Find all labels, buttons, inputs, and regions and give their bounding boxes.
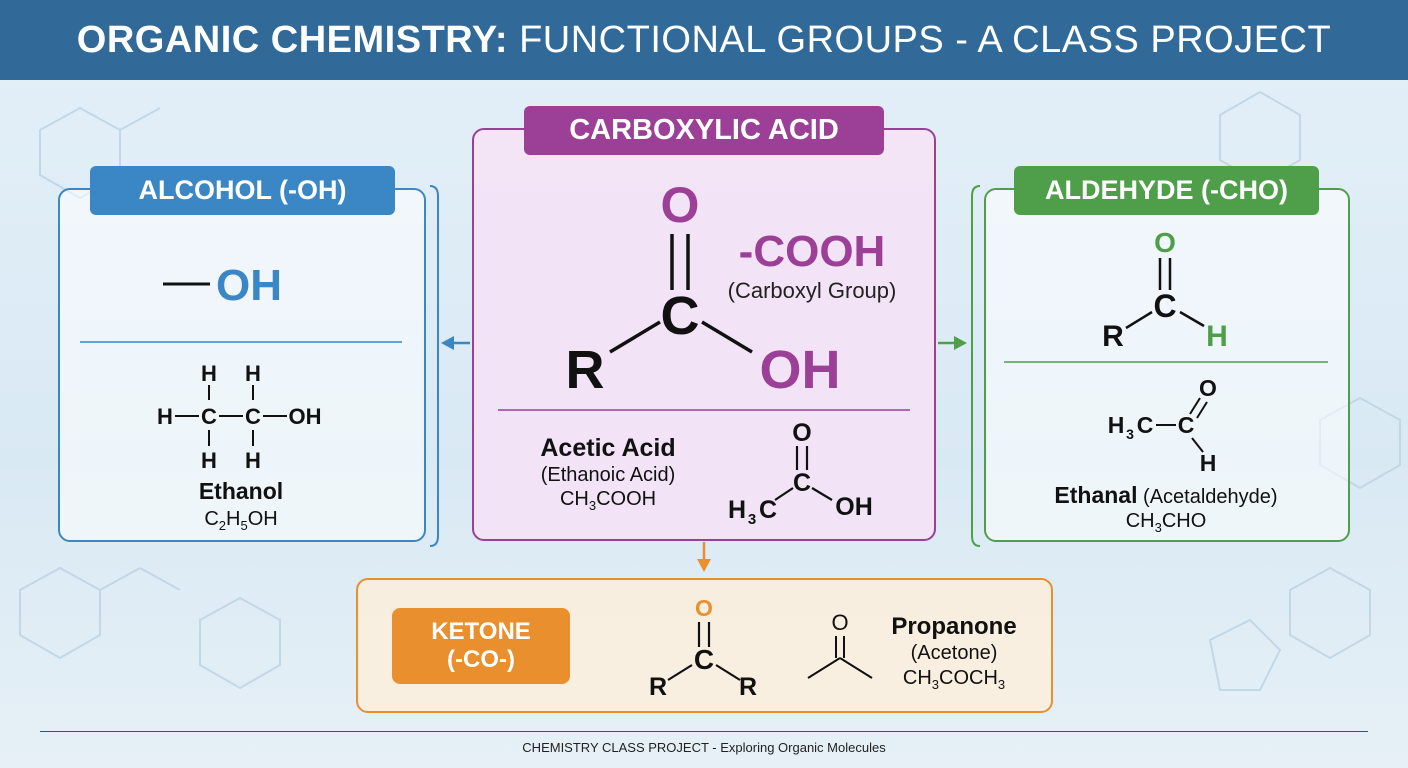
acetic-formula-part: CH — [559, 488, 589, 510]
acetic-formula-sub: 3 — [588, 498, 597, 513]
ethanal-formula-sub: 3 — [1154, 520, 1162, 535]
ethanol-atom-h-top2: H — [245, 361, 261, 386]
acetic-atom-sub: 3 — [748, 511, 756, 528]
acetic-atom-h: H — [728, 496, 746, 524]
propanone-formula-sub: 3 — [931, 677, 939, 692]
ethanal-atom-h-methyl: H — [1108, 412, 1125, 438]
ethanol-formula: C2H5OH — [204, 508, 277, 533]
ethanol-name: Ethanol — [198, 478, 284, 504]
alcohol-card — [58, 188, 426, 542]
ethanol-atom-h-left: H — [157, 404, 173, 429]
aldehyde-atom-r: R — [1102, 320, 1124, 353]
carboxylic-acid-card — [472, 128, 936, 541]
carboxylic-acid-tag: CARBOXYLIC ACID — [524, 106, 884, 155]
ethanal-formula-part: CHO — [1161, 510, 1207, 532]
propanone-name: Propanone — [891, 613, 1017, 640]
arrow-to-ketone — [697, 559, 711, 572]
acid-atom-c: C — [661, 286, 700, 346]
ethanal-name: Ethanal (Acetaldehyde) — [1054, 482, 1277, 509]
acetic-acid-name: Acetic Acid — [540, 434, 676, 462]
arrow-to-aldehyde — [954, 336, 967, 350]
aldehyde-atom-o: O — [1154, 227, 1176, 258]
acid-atom-oh: OH — [760, 340, 841, 400]
ketone-atom-r-right: R — [739, 673, 757, 701]
ketone-atom-o: O — [695, 595, 713, 621]
ethanol-formula-part: C — [204, 508, 219, 530]
ethanol-formula-sub: 5 — [240, 518, 248, 533]
acid-group-desc: (Carboxyl Group) — [728, 278, 897, 303]
propanone-formula-sub: 3 — [997, 677, 1006, 692]
acetic-acid-alt-name: (Ethanoic Acid) — [540, 464, 676, 486]
ketone-atom-r-left: R — [649, 673, 667, 701]
title-bold: ORGANIC CHEMISTRY: — [76, 18, 509, 61]
ethanol-formula-part: H — [226, 508, 241, 530]
ketone-atom-c: C — [694, 644, 714, 675]
ethanal-atom-c-methyl: C — [1137, 412, 1154, 438]
acetic-acid-formula: CH3COOH — [560, 488, 656, 513]
title-rest: FUNCTIONAL GROUPS - A CLASS PROJECT — [508, 18, 1332, 61]
propanone-formula-part: COCH — [939, 667, 998, 689]
ethanal-formula-part: CH — [1125, 510, 1155, 532]
ketone-tag-line1: KETONE — [431, 618, 531, 645]
alcohol-tag: ALCOHOL (-OH) — [90, 166, 395, 215]
ethanal-atom-c: C — [1178, 412, 1195, 438]
acid-atom-r: R — [566, 340, 605, 400]
ketone-tag-line2: (-CO-) — [447, 646, 515, 673]
ethanal-atom-o: O — [1199, 375, 1217, 401]
ethanol-atom-h-top1: H — [201, 361, 217, 386]
ethanol-atom-h-bot2: H — [245, 448, 261, 473]
ethanol-formula-part: OH — [247, 508, 278, 530]
acid-group-label: -COOH — [739, 227, 886, 276]
ethanol-atom-c1: C — [201, 404, 217, 429]
footer-divider — [40, 731, 1368, 732]
acetic-formula-part: COOH — [596, 488, 657, 510]
propanone-formula-part: CH — [902, 667, 932, 689]
ethanal-atom-h: H — [1200, 450, 1217, 476]
aldehyde-atom-c: C — [1153, 288, 1176, 324]
ethanal-alt-name: (Acetaldehyde) — [1137, 486, 1278, 508]
acetic-atom-c: C — [793, 469, 811, 497]
acid-atom-o: O — [661, 177, 700, 233]
aldehyde-tag: ALDEHYDE (-CHO) — [1014, 166, 1319, 215]
acetic-atom-oh: OH — [835, 493, 873, 521]
ethanal-name-bold: Ethanal — [1054, 482, 1138, 508]
ethanal-formula: CH3CHO — [1126, 510, 1207, 535]
ethanol-atom-c2: C — [245, 404, 261, 429]
propanone-formula: CH3COCH3 — [903, 667, 1005, 692]
propanone-atom-o: O — [831, 610, 848, 635]
ethanol-formula-sub: 2 — [218, 518, 226, 533]
acetic-atom-o: O — [792, 419, 811, 447]
page-title: ORGANIC CHEMISTRY: FUNCTIONAL GROUPS - A… — [0, 0, 1408, 80]
ethanol-atom-oh: OH — [289, 404, 322, 429]
aldehyde-card — [984, 188, 1350, 542]
footer-caption: CHEMISTRY CLASS PROJECT - Exploring Orga… — [522, 740, 886, 755]
arrow-to-alcohol — [441, 336, 454, 350]
acetic-atom-c-methyl: C — [759, 496, 777, 524]
ketone-tag: KETONE (-CO-) — [392, 608, 570, 684]
alcohol-oh-symbol: OH — [216, 261, 282, 310]
ethanal-atom-sub: 3 — [1126, 426, 1134, 442]
propanone-alt-name: (Acetone) — [910, 642, 998, 664]
aldehyde-atom-h: H — [1206, 320, 1228, 353]
ethanol-atom-h-bot1: H — [201, 448, 217, 473]
